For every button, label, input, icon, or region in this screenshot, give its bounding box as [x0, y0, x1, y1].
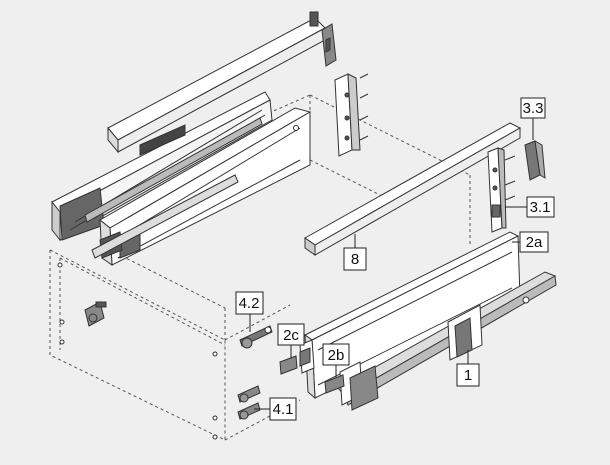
callout-3-1: 3.1 [526, 196, 555, 218]
screw-4-2 [239, 325, 273, 349]
rear-bracket-top [321, 23, 337, 67]
cover-cap-3-3 [524, 140, 546, 181]
front-fixing-bracket [299, 339, 315, 374]
callout-2c: 2c [277, 323, 305, 346]
part-2b [324, 374, 345, 394]
callout-2a-label: 2a [526, 234, 543, 251]
callout-4-2-label: 4.2 [239, 295, 260, 312]
top-gallery-rail-left [107, 11, 326, 154]
leader-lines [249, 118, 534, 410]
callout-4-1-label: 4.1 [273, 401, 294, 418]
callout-8: 8 [343, 247, 367, 271]
part-2c [279, 355, 298, 375]
rear-bracket-middle [334, 73, 369, 157]
callout-2c-label: 2c [283, 327, 299, 344]
callout-1: 1 [456, 363, 480, 387]
right-runner-1 [337, 271, 557, 411]
callout-8-label: 8 [351, 251, 359, 268]
callout-2b: 2b [322, 343, 350, 366]
left-cabinet-connector [84, 301, 107, 327]
rear-bracket-3-1 [487, 147, 516, 233]
callout-1-label: 1 [464, 367, 472, 384]
callout-2a: 2a [519, 231, 549, 253]
callout-3-1-label: 3.1 [530, 199, 551, 216]
callout-2b-label: 2b [328, 347, 345, 364]
screws-4-1 [237, 385, 261, 420]
callout-3-3: 3.3 [520, 97, 546, 119]
callout-4-1: 4.1 [269, 397, 297, 421]
back-rail-8 [304, 122, 522, 256]
left-runner [84, 117, 263, 259]
cabinet-screws-left [57, 262, 218, 440]
callout-3-3-label: 3.3 [523, 100, 544, 117]
callout-4-2: 4.2 [235, 291, 264, 315]
